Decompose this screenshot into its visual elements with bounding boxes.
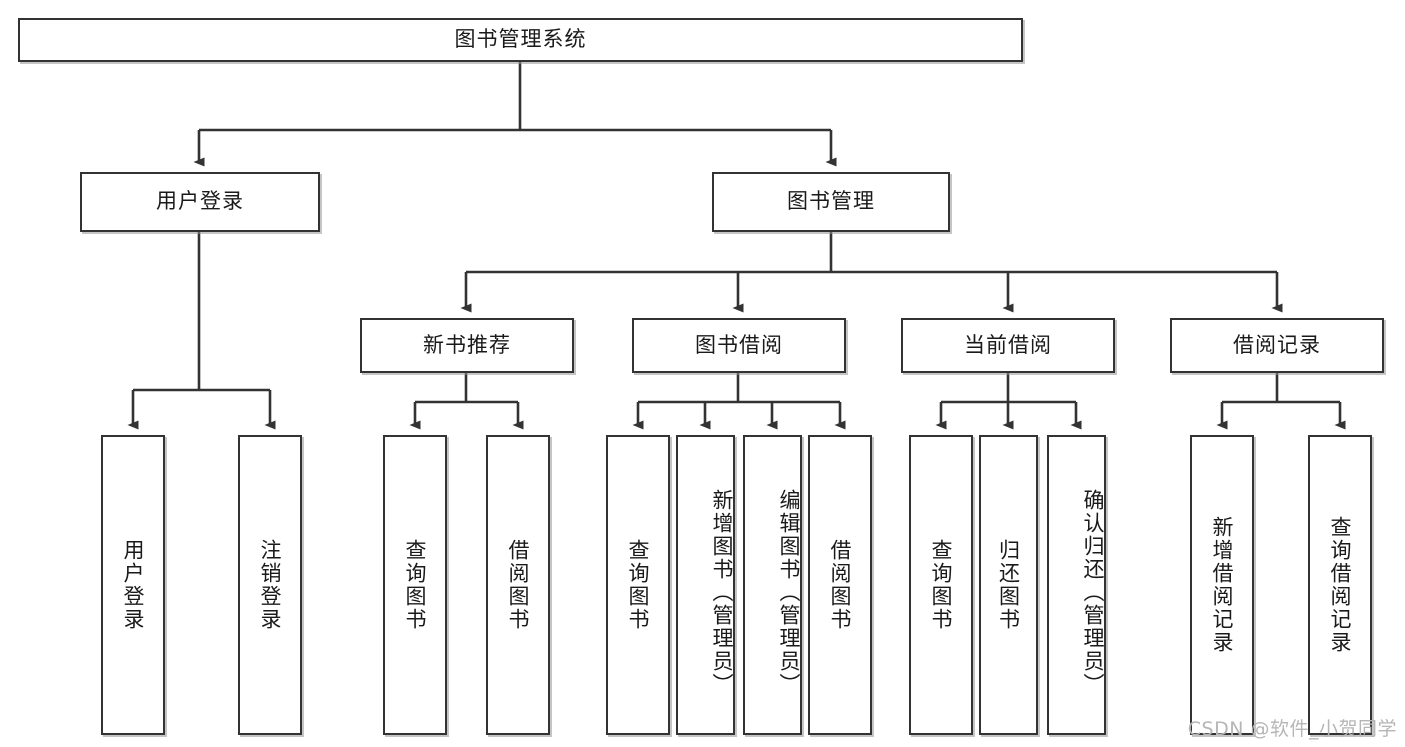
leaf-borrow-borrow-book[interactable]: 借阅图书	[808, 435, 872, 735]
leaf-user-login-signin[interactable]: 用户登录	[101, 435, 165, 735]
leaf-borrow-query-book-label: 查询图书	[626, 539, 651, 631]
leaf-record-query[interactable]: 查询借阅记录	[1308, 435, 1372, 735]
leaf-current-return-book-label: 归还图书	[996, 539, 1021, 631]
leaf-new-book-query[interactable]: 查询图书	[383, 435, 447, 735]
node-book-borrow[interactable]: 图书借阅	[632, 318, 846, 373]
leaf-current-confirm-return-admin-label: 确认归还（管理员）	[1081, 488, 1105, 696]
node-new-book-recommend-label: 新书推荐	[423, 332, 511, 357]
leaf-borrow-add-book-admin[interactable]: 新增图书（管理员）	[676, 435, 735, 735]
leaf-user-login-signin-label: 用户登录	[121, 539, 146, 631]
leaf-record-add-label: 新增借阅记录	[1210, 516, 1235, 654]
node-book-borrow-label: 图书借阅	[695, 332, 783, 357]
node-root-label: 图书管理系统	[454, 27, 587, 52]
leaf-borrow-query-book[interactable]: 查询图书	[606, 435, 670, 735]
leaf-new-book-borrow-label: 借阅图书	[506, 539, 531, 631]
leaf-borrow-edit-book-admin-label: 编辑图书（管理员）	[777, 488, 801, 696]
node-user-login-label: 用户登录	[156, 189, 244, 214]
node-borrow-record[interactable]: 借阅记录	[1170, 318, 1384, 373]
leaf-record-add[interactable]: 新增借阅记录	[1190, 435, 1254, 735]
node-borrow-record-label: 借阅记录	[1233, 332, 1321, 357]
node-current-borrow-label: 当前借阅	[964, 332, 1052, 357]
node-book-management-label: 图书管理	[787, 189, 875, 214]
leaf-current-confirm-return-admin[interactable]: 确认归还（管理员）	[1047, 435, 1106, 735]
leaf-record-query-label: 查询借阅记录	[1328, 516, 1353, 654]
node-new-book-recommend[interactable]: 新书推荐	[360, 318, 574, 373]
leaf-user-login-signout[interactable]: 注销登录	[238, 435, 302, 735]
leaf-user-login-signout-label: 注销登录	[258, 539, 283, 631]
leaf-borrow-borrow-book-label: 借阅图书	[828, 539, 853, 631]
leaf-current-query-book-label: 查询图书	[929, 539, 954, 631]
leaf-borrow-add-book-admin-label: 新增图书（管理员）	[710, 488, 734, 696]
node-current-borrow[interactable]: 当前借阅	[901, 318, 1115, 373]
leaf-borrow-edit-book-admin[interactable]: 编辑图书（管理员）	[743, 435, 802, 735]
leaf-current-return-book[interactable]: 归还图书	[979, 435, 1038, 735]
node-root[interactable]: 图书管理系统	[18, 18, 1023, 62]
leaf-new-book-query-label: 查询图书	[403, 539, 428, 631]
node-book-management[interactable]: 图书管理	[712, 172, 950, 232]
leaf-current-query-book[interactable]: 查询图书	[909, 435, 973, 735]
leaf-new-book-borrow[interactable]: 借阅图书	[486, 435, 550, 735]
node-user-login[interactable]: 用户登录	[80, 172, 320, 232]
